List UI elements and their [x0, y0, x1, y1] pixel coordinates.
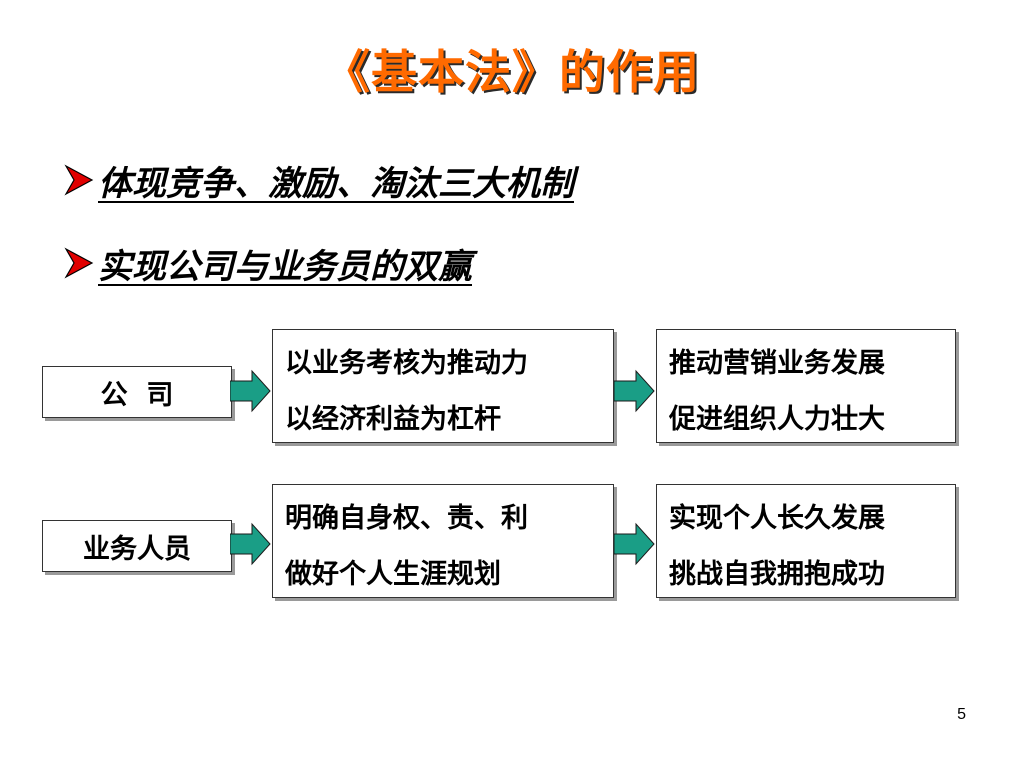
company-method-line: 以业务考核为推动力: [285, 348, 528, 379]
company-label: 公 司: [100, 379, 174, 411]
page-number: 5: [957, 706, 966, 723]
bullet-item: 实现公司与业务员的双赢: [60, 235, 472, 291]
salesperson-label-box: 业务人员: [42, 520, 232, 572]
salesperson-label: 业务人员: [83, 533, 191, 565]
salesperson-result-line: 挑战自我拥抱成功: [669, 559, 885, 590]
salesperson-method-line: 明确自身权、责、利: [285, 503, 528, 534]
bullet-arrow-icon: [64, 164, 94, 196]
slide-title: 《基本法》的作用: [324, 45, 700, 99]
salesperson-result-box: 实现个人长久发展 挑战自我拥抱成功: [656, 484, 956, 598]
right-arrow-icon: [614, 369, 655, 413]
company-method-line: 以经济利益为杠杆: [285, 404, 501, 435]
salesperson-method-line: 做好个人生涯规划: [285, 559, 501, 590]
salesperson-method-box: 明确自身权、责、利 做好个人生涯规划: [272, 484, 614, 598]
company-method-box: 以业务考核为推动力 以经济利益为杠杆: [272, 329, 614, 443]
salesperson-result-line: 实现个人长久发展: [669, 503, 885, 534]
bullet-item: 体现竞争、激励、淘汰三大机制: [60, 152, 574, 208]
bullet-text: 实现公司与业务员的双赢: [98, 246, 472, 287]
company-result-line: 促进组织人力壮大: [669, 404, 885, 435]
bullet-text: 体现竞争、激励、淘汰三大机制: [98, 163, 574, 204]
company-label-box: 公 司: [42, 366, 232, 418]
company-result-line: 推动营销业务发展: [669, 348, 885, 379]
right-arrow-icon: [614, 522, 655, 566]
bullet-arrow-icon: [64, 247, 94, 279]
company-result-box: 推动营销业务发展 促进组织人力壮大: [656, 329, 956, 443]
right-arrow-icon: [230, 369, 271, 413]
right-arrow-icon: [230, 522, 271, 566]
